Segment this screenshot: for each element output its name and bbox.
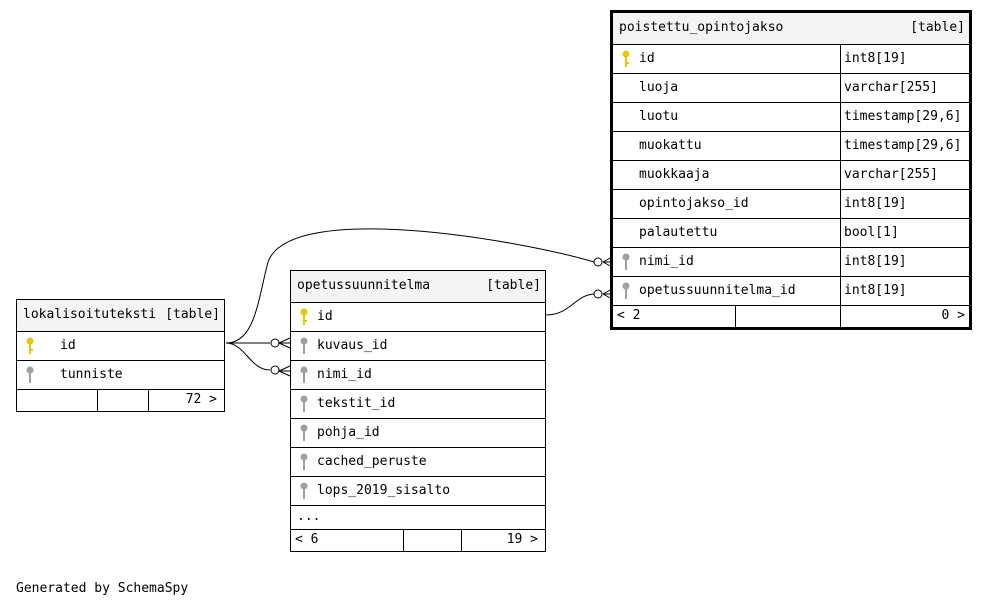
column-row[interactable]: nimi_id — [291, 360, 545, 389]
child-count[interactable]: 0 > — [941, 308, 965, 323]
column-name: luoja — [639, 80, 679, 95]
table-kind: [table] — [910, 20, 965, 35]
footer-cell: 72 > — [148, 390, 225, 411]
table-name: lokalisoituteksti — [23, 307, 157, 322]
column-type: int8[19] — [844, 283, 907, 298]
column-name: kuvaus_id — [317, 338, 388, 353]
column-name: tekstit_id — [317, 396, 396, 411]
column-name: luotu — [639, 109, 679, 124]
column-name: tunniste — [60, 367, 123, 382]
parent-count[interactable]: < 6 — [295, 532, 319, 547]
foreign-key-icon — [622, 253, 630, 270]
foreign-key-icon — [300, 424, 308, 441]
column-row[interactable]: id — [17, 331, 224, 360]
column-name: opintojakso_id — [639, 196, 749, 211]
column-type: int8[19] — [844, 254, 907, 269]
optional-circle-kuvaus — [270, 338, 280, 348]
more-columns-ellipsis: ... — [297, 509, 321, 524]
crowfoot-nimi — [278, 365, 291, 377]
column-type: timestamp[29,6] — [844, 138, 962, 153]
column-name: id — [639, 51, 655, 66]
column-name: id — [60, 338, 76, 353]
child-count[interactable]: 19 > — [506, 532, 538, 547]
column-row[interactable]: opintojakso_id int8[19] — [613, 189, 969, 218]
table-footer: < 2 0 > — [613, 305, 969, 327]
table-header[interactable]: lokalisoituteksti [table] — [17, 300, 224, 331]
column-row[interactable]: palautettu bool[1] — [613, 218, 969, 247]
column-row[interactable]: id int8[19] — [613, 44, 969, 73]
foreign-key-icon — [300, 337, 308, 354]
column-type: bool[1] — [844, 225, 899, 240]
column-name: pohja_id — [317, 425, 380, 440]
crowfoot-kuvaus — [278, 337, 291, 349]
foreign-key-icon — [300, 482, 308, 499]
column-row[interactable]: tunniste — [17, 360, 224, 389]
column-row[interactable]: opetussuunnitelma_id int8[19] — [613, 276, 969, 305]
optional-circle-poistettu-ops — [593, 289, 603, 299]
column-name: nimi_id — [317, 367, 372, 382]
table-header[interactable]: poistettu_opintojakso [table] — [613, 13, 969, 44]
column-name: nimi_id — [639, 254, 694, 269]
column-row[interactable]: kuvaus_id — [291, 331, 545, 360]
column-row[interactable]: muokkaaja varchar[255] — [613, 160, 969, 189]
primary-key-icon — [26, 337, 34, 354]
optional-circle-nimi — [270, 365, 280, 375]
table-poistettu-opintojakso[interactable]: poistettu_opintojakso [table] id int8[19… — [610, 10, 972, 330]
table-opetussuunnitelma[interactable]: opetussuunnitelma [table] id kuvaus_id n… — [290, 270, 546, 552]
foreign-key-icon — [300, 366, 308, 383]
edge-lokalisoituteksti-poistettu-nimi — [225, 228, 595, 344]
column-name: id — [317, 309, 333, 324]
optional-circle-poistettu-nimi — [593, 257, 603, 267]
foreign-key-icon — [300, 395, 308, 412]
column-row[interactable]: nimi_id int8[19] — [613, 247, 969, 276]
column-name: cached_peruste — [317, 454, 427, 469]
table-name: poistettu_opintojakso — [619, 20, 784, 35]
column-name: opetussuunnitelma_id — [639, 283, 796, 298]
column-type: varchar[255] — [844, 167, 938, 182]
column-name: lops_2019_sisalto — [317, 483, 451, 498]
column-row[interactable]: muokattu timestamp[29,6] — [613, 131, 969, 160]
type-column-divider — [840, 44, 841, 305]
column-type: timestamp[29,6] — [844, 109, 962, 124]
column-row[interactable]: luoja varchar[255] — [613, 73, 969, 102]
footer-cell: 19 > — [461, 530, 546, 551]
edge-lokalisoituteksti-opetussuunnitelma-nimi — [225, 342, 271, 371]
column-type: int8[19] — [844, 196, 907, 211]
table-header[interactable]: opetussuunnitelma [table] — [291, 271, 545, 302]
child-count[interactable]: 72 > — [185, 392, 217, 407]
table-kind: [table] — [165, 307, 220, 322]
column-row[interactable]: cached_peruste — [291, 447, 545, 476]
footer-cell — [97, 390, 148, 411]
foreign-key-icon — [622, 282, 630, 299]
table-kind: [table] — [486, 278, 541, 293]
column-name: muokattu — [639, 138, 702, 153]
table-footer: 72 > — [17, 389, 224, 411]
column-row[interactable]: pohja_id — [291, 418, 545, 447]
more-columns-row[interactable]: ... — [291, 505, 545, 529]
foreign-key-icon — [26, 366, 34, 383]
footer-cell — [403, 530, 461, 551]
generated-by-credit: Generated by SchemaSpy — [16, 581, 189, 596]
column-row[interactable]: lops_2019_sisalto — [291, 476, 545, 505]
column-row[interactable]: id — [291, 302, 545, 331]
table-name: opetussuunnitelma — [297, 278, 431, 293]
column-type: varchar[255] — [844, 80, 938, 95]
column-type: int8[19] — [844, 51, 907, 66]
table-footer: < 6 19 > — [291, 529, 545, 551]
edge-opetussuunnitelma-poistettu-ops — [545, 293, 595, 316]
column-row[interactable]: tekstit_id — [291, 389, 545, 418]
foreign-key-icon — [300, 453, 308, 470]
column-name: muokkaaja — [639, 167, 710, 182]
table-lokalisoituteksti[interactable]: lokalisoituteksti [table] id tunniste 72… — [16, 299, 225, 412]
column-name: palautettu — [639, 225, 718, 240]
primary-key-icon — [300, 308, 308, 325]
primary-key-icon — [622, 50, 630, 67]
footer-cell: 0 > — [840, 306, 971, 327]
footer-cell — [735, 306, 840, 327]
parent-count[interactable]: < 2 — [617, 308, 641, 323]
column-row[interactable]: luotu timestamp[29,6] — [613, 102, 969, 131]
